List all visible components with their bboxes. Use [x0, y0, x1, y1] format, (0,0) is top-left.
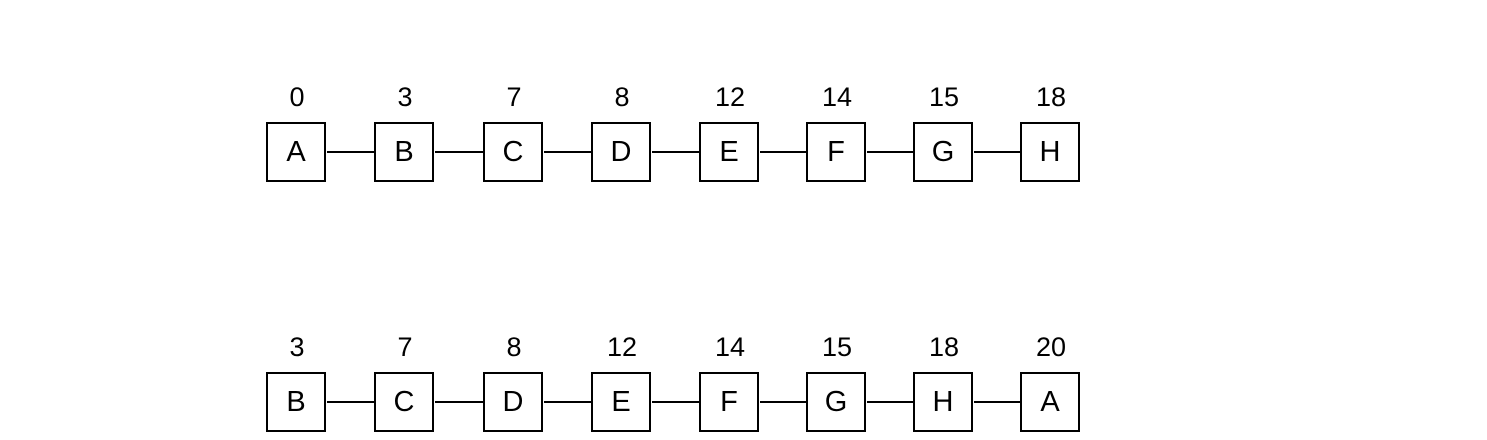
node-box: D — [483, 372, 543, 432]
node-value: 12 — [714, 82, 746, 112]
node-box: H — [1020, 122, 1080, 182]
node-value: 18 — [928, 332, 960, 362]
node-value: 3 — [397, 82, 413, 112]
node-box: G — [913, 122, 973, 182]
node-box: H — [913, 372, 973, 432]
node-box: B — [266, 372, 326, 432]
node-box: E — [699, 122, 759, 182]
node-value: 12 — [606, 332, 638, 362]
node-box: F — [699, 372, 759, 432]
node-value: 14 — [821, 82, 853, 112]
node-value: 15 — [928, 82, 960, 112]
node-box: C — [374, 372, 434, 432]
connector-line — [867, 401, 914, 403]
node-box: F — [806, 122, 866, 182]
node-value: 18 — [1035, 82, 1067, 112]
connector-line — [760, 151, 807, 153]
connector-line — [974, 151, 1021, 153]
node-value: 8 — [506, 332, 522, 362]
node-value: 7 — [397, 332, 413, 362]
node-value: 0 — [289, 82, 305, 112]
node-box: G — [806, 372, 866, 432]
connector-line — [327, 401, 375, 403]
node-value: 8 — [614, 82, 630, 112]
connector-line — [760, 401, 807, 403]
node-value: 3 — [289, 332, 305, 362]
connector-line — [327, 151, 375, 153]
connector-line — [544, 401, 592, 403]
connector-line — [544, 151, 592, 153]
node-box: A — [266, 122, 326, 182]
node-box: E — [591, 372, 651, 432]
node-box: A — [1020, 372, 1080, 432]
connector-line — [974, 401, 1021, 403]
node-value: 20 — [1035, 332, 1067, 362]
node-value: 14 — [714, 332, 746, 362]
connector-line — [435, 401, 484, 403]
node-value: 7 — [506, 82, 522, 112]
connector-line — [867, 151, 914, 153]
node-box: C — [483, 122, 543, 182]
node-box: B — [374, 122, 434, 182]
node-value: 15 — [821, 332, 853, 362]
connector-line — [435, 151, 484, 153]
connector-line — [652, 401, 700, 403]
node-box: D — [591, 122, 651, 182]
connector-line — [652, 151, 700, 153]
